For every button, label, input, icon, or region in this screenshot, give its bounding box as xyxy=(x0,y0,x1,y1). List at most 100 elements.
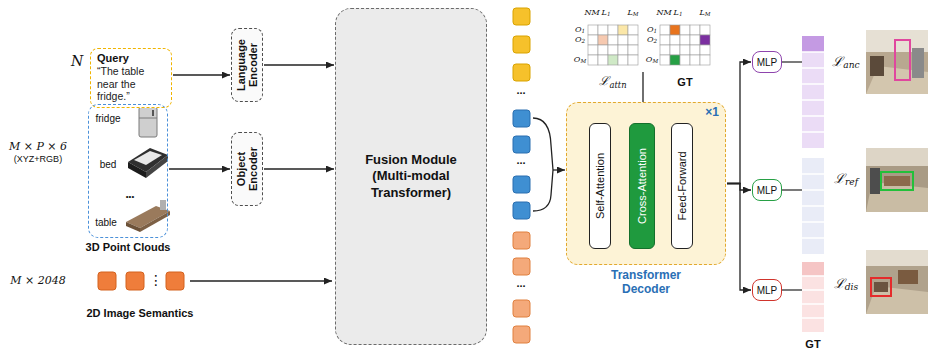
token-bracket xyxy=(533,170,553,211)
matrix-cell xyxy=(670,25,680,35)
scene-image xyxy=(871,278,891,296)
flow-arrow xyxy=(727,184,751,191)
object-tokens xyxy=(513,110,530,127)
ellipsis: ... xyxy=(516,277,525,289)
distractor-bar xyxy=(802,276,824,318)
image-tokens xyxy=(513,232,530,249)
box-heading: Query xyxy=(97,52,165,65)
distractor-bar xyxy=(802,262,824,276)
matrix-axis: NM xyxy=(656,9,671,18)
subscript: 1 xyxy=(679,11,683,17)
image-tokens xyxy=(513,258,530,275)
input-heading: 2D Image Semantics xyxy=(87,307,194,319)
table-icon xyxy=(160,200,166,210)
matrix-cell xyxy=(628,35,638,45)
matrix-axis: LM xyxy=(627,9,638,18)
matrix-cell xyxy=(690,55,700,65)
language-tokens xyxy=(513,8,530,81)
dimension-note: (XYZ+RGB) xyxy=(14,155,62,165)
matrix-cell xyxy=(690,35,700,45)
symbol: O xyxy=(647,25,654,34)
symbol: O xyxy=(574,55,581,64)
repeat-count: ×1 xyxy=(705,105,719,119)
attention-block: Cross-Attention xyxy=(629,123,655,249)
matrix-cell xyxy=(660,45,670,55)
matrix-cell xyxy=(680,25,690,35)
matrix-cell xyxy=(660,25,670,35)
matrix-axis: NM xyxy=(584,9,599,18)
subscript: attn xyxy=(609,80,626,90)
ground-truth-label: GT xyxy=(677,76,692,88)
bed-icon xyxy=(128,162,146,178)
matrix-axis: O2 xyxy=(647,36,657,45)
matrix-axis: OM xyxy=(646,56,658,65)
symbol: O xyxy=(575,25,582,34)
loss-label: ℒdis xyxy=(834,277,858,291)
matrix-cell xyxy=(618,25,628,35)
scene-image xyxy=(866,148,928,212)
ellipsis: ⋮ xyxy=(149,273,163,288)
bed-icon xyxy=(128,148,168,178)
encoder-box: Object Encoder xyxy=(231,132,263,206)
mlp-label: MLP xyxy=(757,185,778,196)
symbol: O xyxy=(646,55,653,64)
matrix-cell xyxy=(628,45,638,55)
distractor-bar xyxy=(802,262,824,332)
output-lines xyxy=(782,62,802,290)
bed-icon xyxy=(146,155,168,178)
ellipsis: ... xyxy=(516,154,525,166)
matrix-cell xyxy=(608,55,618,65)
symbol: L xyxy=(627,8,632,17)
matrix-cell xyxy=(690,45,700,55)
query-text: “The table near the fridge.” xyxy=(97,65,165,103)
scene-image xyxy=(866,148,928,166)
matrix-axis: O2 xyxy=(575,36,585,45)
flow-arrow xyxy=(727,62,751,184)
output-lines xyxy=(782,61,802,62)
subscript: anc xyxy=(843,60,859,70)
matrix-cell xyxy=(700,45,710,55)
image-tokens xyxy=(513,232,530,343)
scene-image xyxy=(895,40,910,80)
output-lines xyxy=(782,189,802,190)
matrix-cell xyxy=(618,45,628,55)
matrix-cell xyxy=(608,25,618,35)
encoder-box: Language Encoder xyxy=(231,28,263,102)
encoder-label: Object Encoder xyxy=(235,139,259,199)
fridge-icon xyxy=(139,118,157,119)
subscript: ref xyxy=(845,177,858,187)
matrix-cell xyxy=(598,45,608,55)
matrix-cell xyxy=(660,35,670,45)
matrix-axis: L1 xyxy=(674,9,683,18)
scene-image xyxy=(898,270,918,284)
fusion-module: Fusion Module (Multi-modal Transformer) xyxy=(335,8,487,345)
object-tokens xyxy=(513,202,530,219)
fridge-icon xyxy=(139,107,157,137)
loss-label: ℒref xyxy=(834,172,858,186)
anchor-bar xyxy=(802,36,824,52)
matrix-cell xyxy=(588,25,598,35)
token-bracket xyxy=(533,118,565,211)
layer-label: Self-Attention xyxy=(594,153,606,219)
subscript: 2 xyxy=(582,38,586,44)
flow-arrow xyxy=(264,64,334,65)
matrix-axis: OM xyxy=(574,56,586,65)
reference-bar xyxy=(802,158,824,254)
attention-block: Feed-Forward xyxy=(671,123,693,249)
attention-block: Self-Attention xyxy=(589,123,611,249)
ellipsis: ••• xyxy=(126,193,134,202)
mlp-head: MLP xyxy=(752,179,782,201)
subscript: 1 xyxy=(607,11,611,17)
object-tokens xyxy=(513,176,530,193)
scene-image xyxy=(866,148,928,212)
scene-image xyxy=(866,250,928,266)
flow-arrow xyxy=(727,184,751,291)
subscript: M xyxy=(580,58,586,64)
matrix-cell xyxy=(598,35,608,45)
matrix-cell xyxy=(670,55,680,65)
subscript: M xyxy=(652,58,658,64)
matrix-cell xyxy=(598,55,608,65)
mlp-head: MLP xyxy=(752,51,782,73)
table-icon xyxy=(140,211,170,232)
ellipsis: ... xyxy=(516,84,525,96)
